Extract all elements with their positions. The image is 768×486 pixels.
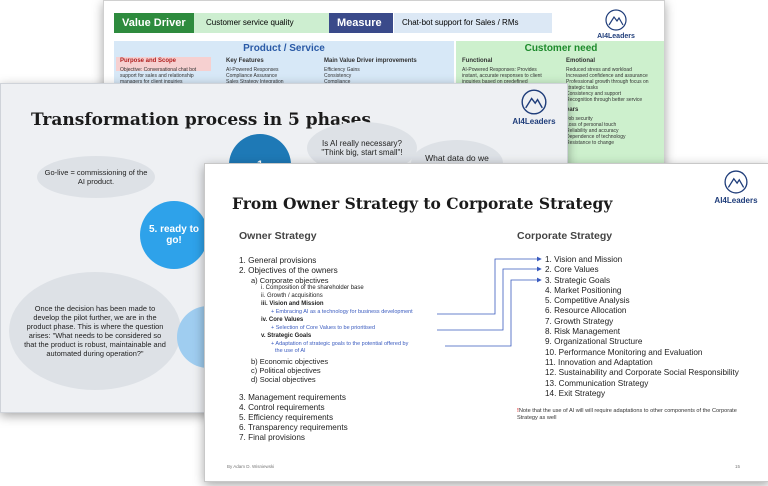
list-item: 9. Organizational Structure (545, 337, 643, 347)
chatbot-label: Chat-bot support for Sales / RMs (394, 13, 552, 33)
adaptation-note: !Note that the use of AI will will requi… (517, 408, 737, 421)
list-item: c) Political objectives (251, 366, 321, 375)
customer-service-quality-label: Customer service quality (194, 13, 336, 33)
list-item: 13. Communication Strategy (545, 378, 649, 388)
list-note: + Selection of Core Values to be priorit… (271, 325, 375, 331)
list-note: + Embracing AI as a technology for busin… (271, 309, 413, 315)
list-item: 2. Objectives of the owners (239, 266, 338, 275)
arrow-vision (437, 256, 542, 315)
arrow-strategic-goals (445, 277, 542, 347)
owner-strategy-heading: Owner Strategy (239, 230, 317, 242)
arrow-core-values (437, 266, 542, 331)
list-item: 14. Exit Strategy (545, 388, 606, 398)
list-item: iv. Core Values (261, 317, 304, 323)
measure-label: Measure (329, 13, 393, 33)
list-item: 11. Innovation and Adaptation (545, 357, 653, 367)
list-item: 7. Final provisions (239, 433, 305, 442)
list-item: 10. Performance Monitoring and Evaluatio… (545, 347, 703, 357)
list-item: 12. Sustainability and Corporate Social … (545, 368, 739, 378)
slide-title-transformation: Transformation process in 5 phases (31, 110, 371, 130)
list-item: d) Social objectives (251, 375, 316, 384)
list-item: 3. Management requirements (239, 393, 346, 402)
list-item: i. Composition of the shareholder base (261, 285, 364, 291)
list-item: 4. Control requirements (239, 403, 325, 412)
corporate-strategy-list: 1. Vision and Mission 2. Core Values 3. … (545, 255, 739, 399)
list-item: b) Economic objectives (251, 357, 329, 366)
logo-middle: AI4Leaders (499, 89, 567, 126)
list-note: the use of AI (275, 348, 306, 354)
list-item: 7. Growth Strategy (545, 316, 614, 326)
emotional-column: Emotional Reduced stress and workload In… (566, 58, 649, 146)
key-features-column: Key Features AI-Powered Responses Compli… (226, 58, 284, 85)
mapping-arrows (437, 256, 542, 347)
list-item: 4. Market Positioning (545, 285, 622, 295)
footer-author: By Adam D. Wisniewski (227, 464, 275, 469)
mountain-logo-icon (724, 170, 748, 194)
list-item: 5. Efficiency requirements (239, 413, 334, 422)
corporate-strategy-heading: Corporate Strategy (517, 230, 613, 242)
front-slide: From Owner Strategy to Corporate Strateg… (204, 163, 768, 482)
logo-back: AI4Leaders (586, 9, 646, 40)
value-driver-label: Value Driver (114, 13, 194, 33)
list-item: 2. Core Values (545, 265, 599, 275)
main-value-column: Main Value Driver improvements Efficienc… (324, 58, 417, 85)
list-item: 5. Competitive Analysis (545, 296, 630, 306)
mountain-logo-icon (605, 9, 627, 31)
list-item: 8. Risk Management (545, 327, 621, 337)
list-item: iii. Vision and Mission (261, 301, 324, 307)
product-service-title: Product / Service (243, 43, 325, 54)
page-number: 15 (735, 464, 741, 469)
list-item: 6. Transparency requirements (239, 423, 348, 432)
slide-title-strategy: From Owner Strategy to Corporate Strateg… (232, 194, 613, 213)
mountain-logo-icon (521, 89, 547, 115)
list-item: 1. General provisions (239, 256, 317, 265)
phase-5-circle: 5. ready to go! (140, 201, 208, 269)
bubble-pilot: Once the decision has been made to devel… (9, 272, 181, 390)
bubble-go-live: Go-live = commissioning of the AI produc… (37, 156, 155, 198)
list-item: 3. Strategic Goals (545, 275, 611, 285)
list-item: 6. Resource Allocation (545, 306, 627, 316)
list-item: 1. Vision and Mission (545, 255, 623, 264)
customer-need-title: Customer need (524, 43, 598, 54)
owner-strategy-list: 1. General provisions 2. Objectives of t… (239, 256, 413, 443)
logo-front: AI4Leaders (703, 170, 768, 205)
functional-column: Functional AI-Powered Responses: Provide… (462, 58, 542, 85)
purpose-column: Purpose and Scope Objective: Conversatio… (120, 58, 197, 85)
list-note: + Adaptation of strategic goals to the p… (271, 341, 409, 347)
list-item: v. Strategic Goals (261, 333, 312, 339)
list-item: ii. Growth / acquisitions (261, 293, 323, 299)
list-item: a) Corporate objectives (251, 276, 329, 285)
